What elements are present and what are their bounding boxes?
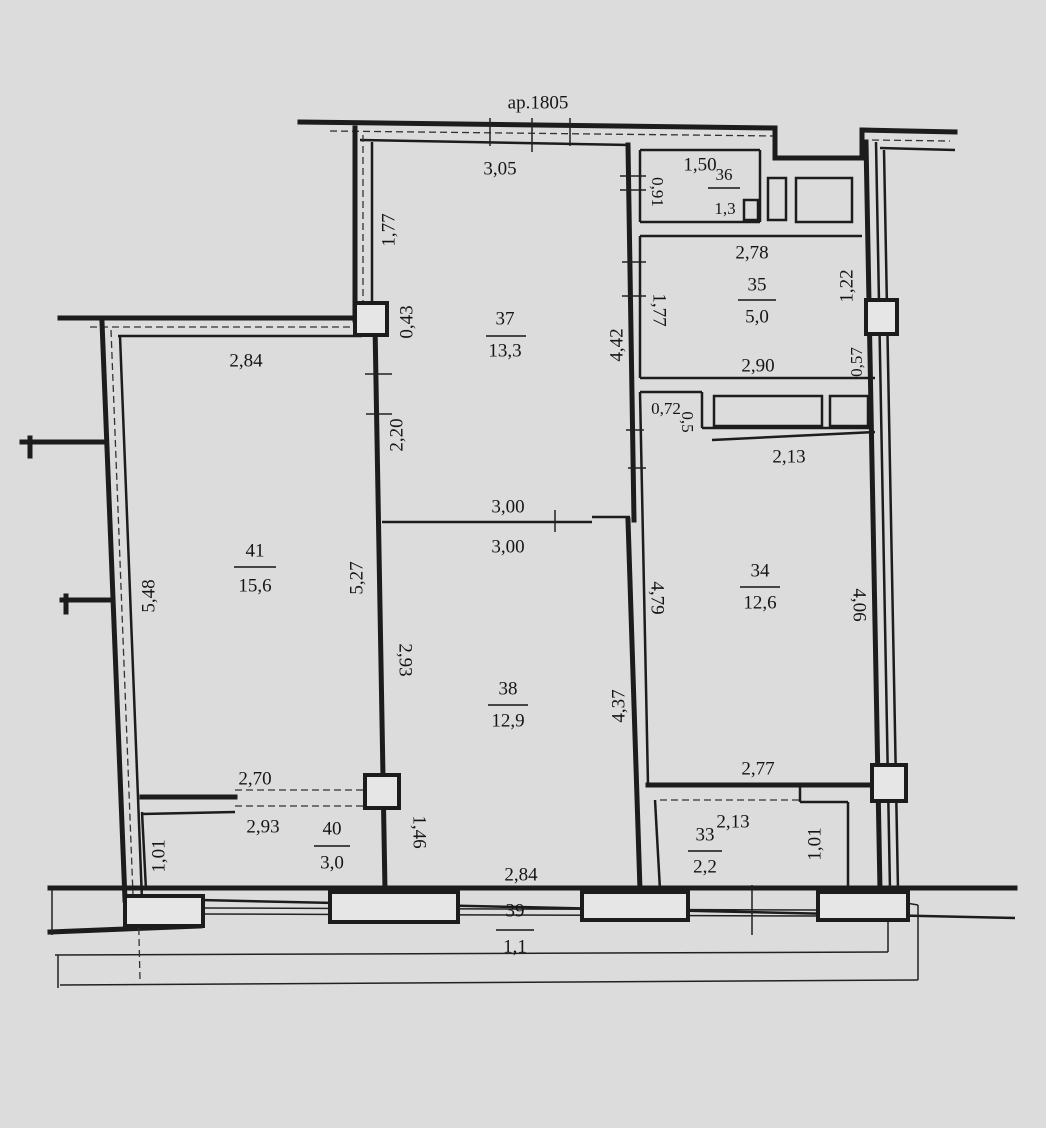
fixtures <box>712 176 870 428</box>
room-number: 37 <box>496 308 515 329</box>
dim-label: 2,93 <box>395 643 416 676</box>
room-area: 13,3 <box>488 340 521 361</box>
dim-label: 0,57 <box>847 347 866 377</box>
wall-pier-1 <box>328 890 460 924</box>
dim-label: 1,77 <box>649 293 670 326</box>
dim-label: 1,50 <box>683 154 716 175</box>
room-number: 39 <box>506 900 525 921</box>
room-area: 1,1 <box>503 936 527 957</box>
dim-label: 2,93 <box>246 816 279 837</box>
dim-label: 0,5 <box>678 411 697 432</box>
dim-label: 2,78 <box>735 242 768 263</box>
wall-pier-2 <box>580 890 690 922</box>
dim-label: 4,37 <box>608 689 629 722</box>
dim-label: 1,01 <box>148 839 169 872</box>
plan-note: ар.1805 <box>508 92 569 113</box>
room-39: 39 1,1 <box>496 900 534 957</box>
room-area: 5,0 <box>745 306 769 327</box>
room-area: 3,0 <box>320 852 344 873</box>
columns <box>123 298 910 928</box>
room-37: 37 13,3 <box>486 308 526 361</box>
dim-label: 1,01 <box>804 827 825 860</box>
room-area: 2,2 <box>693 856 717 877</box>
opening-ticks <box>365 175 646 532</box>
annotations: ар.1805 37 13,3 36 1,3 35 5,0 41 15,6 34 <box>138 92 869 957</box>
dim-label: 2,13 <box>716 811 749 832</box>
dim-label: 4,79 <box>647 581 668 614</box>
walls <box>19 118 1018 988</box>
room-33: 33 2,2 <box>688 824 722 877</box>
dim-label: 4,06 <box>849 588 870 621</box>
dim-label: 0,91 <box>648 177 667 207</box>
dim-label: 1,46 <box>409 815 430 848</box>
room-number: 38 <box>499 678 518 699</box>
room-area: 15,6 <box>238 575 271 596</box>
dim-label: 2,13 <box>772 446 805 467</box>
dim-label: 2,77 <box>741 758 774 779</box>
wall-pier-3 <box>816 890 910 922</box>
dim-label: 5,48 <box>138 579 159 612</box>
dim-label: 2,20 <box>386 418 407 451</box>
dim-label: 0,43 <box>396 305 417 338</box>
room-number: 33 <box>696 824 715 845</box>
dim-label: 2,90 <box>741 355 774 376</box>
dim-label: 2,70 <box>238 768 271 789</box>
room-38: 38 12,9 <box>488 678 528 731</box>
room-number: 41 <box>246 540 265 561</box>
room-40: 40 3,0 <box>314 818 350 873</box>
room-34: 34 12,6 <box>740 560 780 613</box>
room-35: 35 5,0 <box>738 274 776 327</box>
dim-label: 2,84 <box>504 864 538 885</box>
room-number: 40 <box>323 818 342 839</box>
dim-label: 3,00 <box>491 536 524 557</box>
room-number: 36 <box>716 165 733 184</box>
dim-label: 2,84 <box>229 350 263 371</box>
room-area: 12,6 <box>743 592 776 613</box>
room-area: 12,9 <box>491 710 524 731</box>
room-41: 41 15,6 <box>234 540 276 596</box>
dim-label: 0,72 <box>651 399 681 418</box>
wall-pier-0 <box>123 894 205 928</box>
room-number: 35 <box>748 274 767 295</box>
dim-label: 3,00 <box>491 496 524 517</box>
dim-label: 3,05 <box>483 158 516 179</box>
dim-label: 4,42 <box>606 328 627 361</box>
room-number: 34 <box>751 560 771 581</box>
dim-label: 5,27 <box>346 561 367 594</box>
room-36: 36 1,3 <box>708 165 740 218</box>
dim-label: 1,77 <box>378 213 399 246</box>
dim-label: 1,22 <box>836 269 857 302</box>
room-area: 1,3 <box>714 199 735 218</box>
